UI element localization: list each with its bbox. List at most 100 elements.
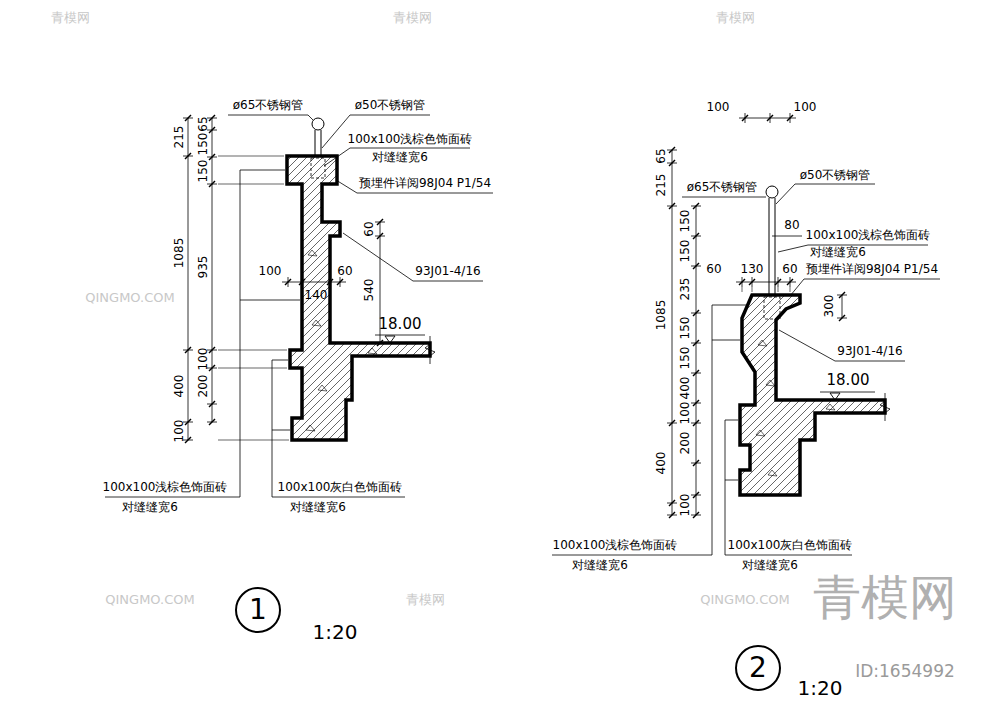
dimension-text: 1085 [655,300,669,331]
dimension-tick [693,233,699,239]
dimension-text: 60 [363,221,377,236]
dimension-tick [209,401,215,407]
leader-line [712,340,740,341]
dimension-text: 150 [679,210,693,233]
annotation-text: 对缝缝宽6 [290,501,346,515]
aggregate-mark [768,470,777,476]
annotation-text: 100 [259,265,282,279]
annotation-text: 预埋件详阅98J04 P1/54 [359,177,491,191]
dimension-tick [337,279,343,285]
dimension-text: 400 [679,377,693,400]
dimension-text: 540 [363,279,377,302]
annotation-text: 对缝缝宽6 [810,246,866,260]
annotation-text: 1:20 [798,677,843,700]
dimension-tick [775,279,781,285]
annotation-text: 93J01-4/16 [837,345,902,359]
dimension-text: 65 [197,116,211,131]
leader-line [272,360,405,497]
dimension-text: 235 [679,278,693,301]
break-line [880,393,890,421]
annotation-text: 93J01-4/16 [415,265,480,279]
dimension-tick [377,340,383,346]
level-mark [385,336,395,343]
annotation-text: 对缝缝宽6 [372,151,428,165]
annotation-text: 对缝缝宽6 [122,501,178,515]
watermark: 青模网 [51,11,90,26]
dimension-text: 215 [173,126,187,149]
annotation-text: 130 [741,263,764,277]
annotation-text: 60 [782,263,797,277]
dimension-text: 150 [679,240,693,263]
handrail-pipe [766,186,778,198]
watermark: 青模网 [813,570,957,625]
dimension-text: 100 [679,494,693,517]
dimension-line [842,295,843,318]
aggregate-mark [756,430,765,436]
annotation-text: 60 [706,263,721,277]
annotation-text: 预埋件详阅98J04 P1/54 [806,263,938,277]
annotation-text: 100x100浅棕色饰面砖 [553,539,678,553]
handrail-post [315,130,316,156]
dimension-text: 100 [197,348,211,371]
dimension-tick [185,153,191,159]
dimension-tick [185,347,191,353]
handrail-pipe [312,118,324,130]
dimension-tick [669,500,675,506]
level-line [820,392,875,393]
dimension-line [188,118,189,440]
dimension-tick [693,460,699,466]
dimension-tick [669,147,675,153]
break-line [425,336,435,364]
annotation-text: 100x100浅棕色饰面砖 [348,133,473,147]
dimension-line [772,236,802,237]
dimension-tick [669,420,675,426]
dimension-text: 100 [679,402,693,425]
leader-line [240,300,300,301]
dimension-line [282,282,346,283]
leader-line [725,480,738,481]
annotation-text: 18.00 [827,372,870,389]
watermark: 青模网 [716,11,755,26]
dimension-tick [693,512,699,518]
dimension-tick [185,115,191,121]
aggregate-mark [308,250,317,256]
dimension-tick [693,400,699,406]
leader-line [682,197,766,198]
dimension-line [739,118,796,119]
level-mark [830,393,840,400]
watermark: 青模网 [406,593,445,608]
detail-number: 2 [749,654,767,682]
annotation-text: ø65不锈钢管 [233,99,304,113]
dimension-tick [749,279,755,285]
leader-line [105,170,285,497]
dimension-tick [839,315,845,321]
dimension-text: 100 [173,420,187,443]
dimension-tick [693,370,699,376]
annotation-text: 80 [784,219,799,233]
dimension-tick [693,203,699,209]
leader-line [725,420,852,555]
aggregate-mark [306,425,315,431]
aggregate-mark [766,380,775,386]
leader-line [779,330,905,361]
annotation-text: ø50不锈钢管 [800,169,871,183]
extension-line [742,287,743,292]
watermark: 青模网 [393,11,432,26]
leader-line [552,305,746,555]
aggregate-mark [758,340,767,346]
dimension-text: 935 [197,256,211,279]
annotation-text: 140 [305,289,328,303]
concrete-section [740,295,885,495]
leader-line [324,148,470,166]
handrail-post [321,130,322,156]
dimension-tick [209,419,215,425]
watermark: QINGMO.COM [700,593,789,608]
leader-line [228,115,313,120]
dimension-tick [787,115,793,121]
dimension-text: 1085 [173,238,187,269]
annotation-text: 100x100灰白色饰面砖 [728,539,853,553]
annotation-text: 100x100浅棕色饰面砖 [806,229,931,243]
annotation-text: 18.00 [379,316,422,333]
annotation-text: ø65不锈钢管 [687,181,758,195]
